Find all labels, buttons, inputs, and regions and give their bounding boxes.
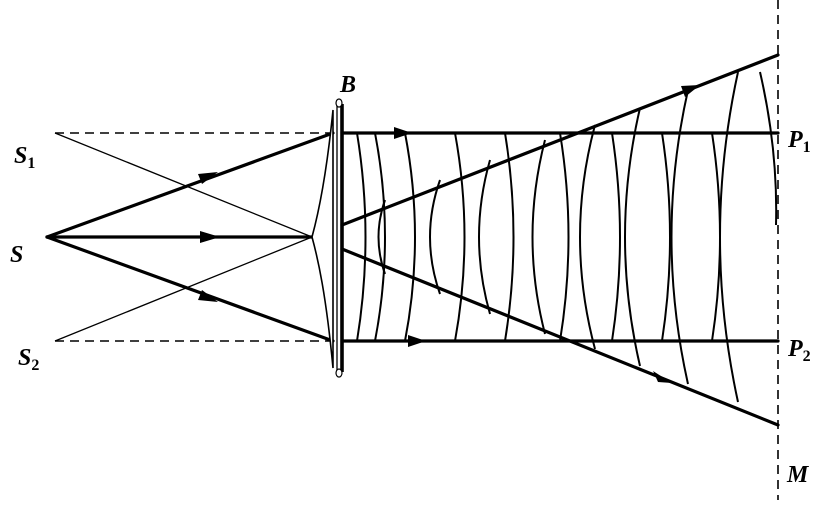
wavefront-9 [478,159,491,315]
label-s2: S2 [18,345,39,374]
label-p1: P1 [787,127,811,156]
wavefronts [356,71,778,403]
arrow-ray-axis [200,231,220,243]
arrow-ray-lower [198,290,218,302]
label-m: M [786,462,810,488]
arrow-ray-upper [198,172,218,184]
arrow-cone-lower [653,371,672,383]
cone-upper-edge [340,53,780,227]
label-s: S [10,242,23,268]
wavefront-5 [504,132,515,342]
wavefront-4 [454,132,466,342]
label-s1: S1 [14,143,35,172]
wavefront-2 [374,132,386,342]
lens-top-cap [335,98,343,108]
ray-s-upper [45,131,335,239]
arrow-beam-p2 [408,335,426,347]
wavefront-11 [579,124,596,350]
wavefront-1 [356,132,367,342]
wavefront-13 [670,89,689,385]
label-b: B [339,72,356,98]
wavefront-14 [719,71,739,403]
wavefront-3 [404,132,416,342]
lens-bottom-cap [335,368,343,378]
label-p2: P2 [787,336,811,365]
wavefront-18 [759,71,778,226]
wavefront-17 [711,132,721,342]
ray-s-lower [45,235,335,343]
wavefront-6 [559,132,570,342]
arrow-beam-p1 [394,127,412,139]
wavefront-16 [661,132,671,342]
biprism-b [311,109,334,369]
arrow-cone-upper [681,85,700,97]
wavefront-15 [611,132,621,342]
construction-line-s1 [54,132,313,238]
wavefront-10 [531,139,546,335]
wavefront-7 [377,199,386,275]
wavefront-12 [624,107,641,367]
wavefront-8 [429,179,441,295]
construction-line-s2 [54,236,313,342]
